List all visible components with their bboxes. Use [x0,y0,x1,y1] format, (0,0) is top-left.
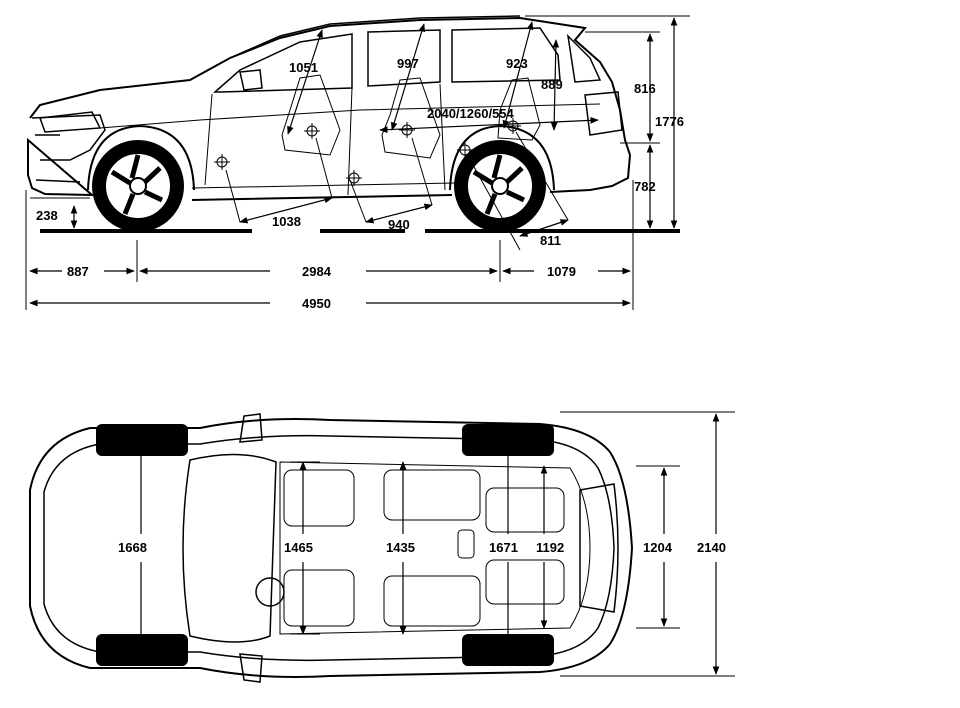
third-window [451,27,561,83]
dim-label-headroom-front: 1051 [289,60,318,75]
crosshair-marker [399,122,415,138]
front-left-tire [96,424,188,456]
second-center-seat [457,529,475,559]
front-right-tire [96,634,188,666]
sill [191,182,456,189]
legroom-third-arrow [519,219,569,237]
side-view: 1051 997 923 889 816 1776 2040/1260/554 … [25,15,690,311]
dim-label-legroom-front: 1038 [272,214,301,229]
leader-line [515,131,569,221]
dim-label-ground-clearance: 238 [36,208,58,223]
leader-line [349,179,367,223]
beltline [99,103,601,129]
dim-label-rear-track: 1671 [489,540,518,555]
leader-line [315,137,333,199]
third-left-seat [485,487,565,533]
rear-wheel [454,140,546,232]
legroom-second-arrow [365,203,433,224]
front-right-seat [283,569,355,627]
dim-label-sill-height: 782 [634,179,656,194]
headroom-second-arrow [390,23,426,131]
front-wheel-arch [87,124,195,191]
third-right-seat [485,559,565,605]
dim-label-shoulder-second: 1435 [386,540,415,555]
dim-label-overall-height: 1776 [655,114,684,129]
dim-label-cargo-height: 889 [541,77,563,92]
rear-left-tire [462,424,554,456]
front-window [213,33,353,93]
crosshair-marker [457,142,473,158]
dim-label-legroom-second: 940 [388,217,410,232]
dim-label-headroom-second: 997 [397,56,419,71]
top-body-inner [43,434,615,662]
legroom-front-arrow [239,196,333,224]
dim-label-overall-length: 4950 [302,296,331,311]
dim-label-wheelbase: 2984 [302,264,332,279]
second-left-seat [383,469,481,521]
dim-label-legroom-third: 811 [540,233,561,248]
dim-label-front-overhang: 887 [67,264,89,279]
dim-label-cargo-length: 2040/1260/554 [427,106,515,121]
dim-label-shoulder-front: 1465 [284,540,313,555]
dim-label-roof-to-sill: 816 [634,81,656,96]
leader-line [411,137,433,206]
top-view: 1668 1465 1435 1671 1192 1204 2140 [29,411,735,683]
crosshair-marker [346,170,362,186]
rear-glass [566,33,602,83]
dim-label-overall-width: 2140 [697,540,726,555]
front-wheel [92,140,184,232]
dim-label-shoulder-third: 1192 [536,540,564,555]
leader-line [467,155,521,251]
rear-glass-top [579,483,619,613]
cargo-height-arrow [550,39,560,131]
side-mirror [239,69,263,91]
roof-panel [279,461,591,635]
crosshair-marker [304,123,320,139]
headroom-third-arrow [502,21,534,129]
dim-label-cargo-width: 1204 [643,540,673,555]
windshield [182,453,277,643]
steering-wheel [255,577,285,607]
dim-label-front-track: 1668 [118,540,147,555]
front-door [204,87,353,196]
second-right-seat [383,575,481,627]
front-left-seat [283,469,355,527]
crosshair-marker [214,154,230,170]
rear-door [439,83,446,191]
headroom-front-arrow [287,29,323,135]
dim-label-headroom-third: 923 [506,56,528,71]
dim-label-rear-overhang: 1079 [547,264,576,279]
right-mirror [239,653,263,683]
left-mirror [239,413,263,443]
cargo-length-arrow [379,116,599,134]
front-fascia [31,114,106,183]
roof-rail [229,15,521,59]
headlight [38,111,102,133]
top-body-outline [29,418,634,678]
leader-line [225,169,241,223]
front-seat [281,74,341,156]
